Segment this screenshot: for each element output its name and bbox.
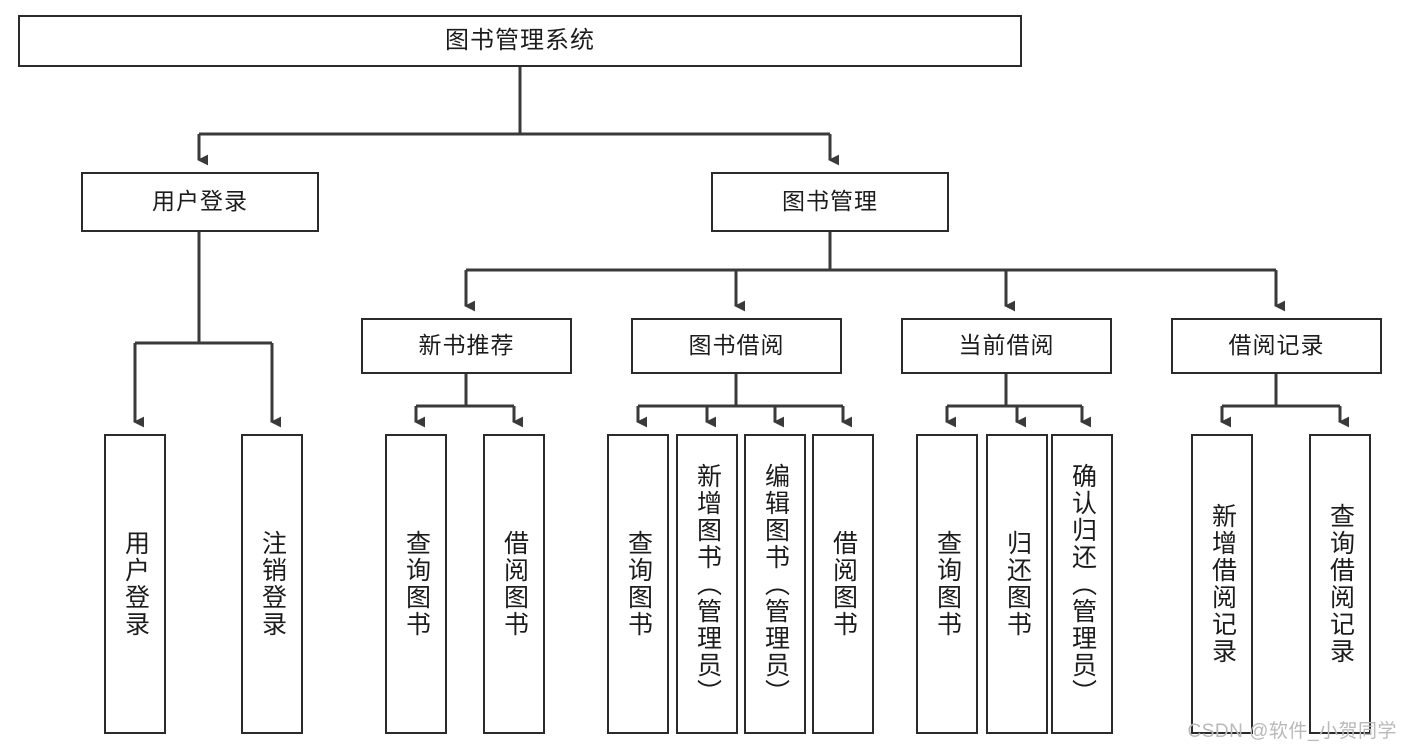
node-book-borrow[interactable]: 图书借阅 xyxy=(631,318,842,374)
node-leaf-confirm-return[interactable]: 确认归还（管理员） xyxy=(1051,434,1113,734)
node-root[interactable]: 图书管理系统 xyxy=(18,15,1022,67)
node-leaf-query-book-3-label: 查询图书 xyxy=(933,530,962,638)
node-leaf-borrow-book-1[interactable]: 借阅图书 xyxy=(483,434,545,734)
node-leaf-query-book-3[interactable]: 查询图书 xyxy=(916,434,978,734)
node-leaf-user-login[interactable]: 用户登录 xyxy=(104,434,166,734)
node-borrow-record[interactable]: 借阅记录 xyxy=(1171,318,1382,374)
node-leaf-query-record[interactable]: 查询借阅记录 xyxy=(1309,434,1371,734)
node-leaf-edit-book[interactable]: 编辑图书（管理员） xyxy=(744,434,806,734)
node-new-book-recommend-label: 新书推荐 xyxy=(418,332,515,359)
node-leaf-add-record[interactable]: 新增借阅记录 xyxy=(1191,434,1253,734)
node-leaf-user-login-label: 用户登录 xyxy=(121,530,150,638)
node-leaf-user-logout-label: 注销登录 xyxy=(258,530,287,638)
node-leaf-return-book-label: 归还图书 xyxy=(1003,530,1032,638)
node-current-borrow-label: 当前借阅 xyxy=(958,332,1055,359)
node-borrow-record-label: 借阅记录 xyxy=(1228,332,1325,359)
node-leaf-edit-book-label: 编辑图书（管理员） xyxy=(761,462,790,706)
node-leaf-add-book-label: 新增图书（管理员） xyxy=(693,462,722,706)
node-book-manage[interactable]: 图书管理 xyxy=(711,172,949,232)
node-book-manage-label: 图书管理 xyxy=(782,188,878,215)
node-leaf-return-book[interactable]: 归还图书 xyxy=(986,434,1048,734)
node-leaf-query-book-2[interactable]: 查询图书 xyxy=(607,434,669,734)
node-current-borrow[interactable]: 当前借阅 xyxy=(901,318,1112,374)
watermark-text: CSDN @软件_小贺同学 xyxy=(1187,721,1397,742)
node-leaf-query-book-2-label: 查询图书 xyxy=(624,530,653,638)
node-leaf-user-logout[interactable]: 注销登录 xyxy=(241,434,303,734)
node-leaf-query-record-label: 查询借阅记录 xyxy=(1326,503,1355,665)
node-leaf-borrow-book-1-label: 借阅图书 xyxy=(500,530,529,638)
node-leaf-add-book[interactable]: 新增图书（管理员） xyxy=(676,434,738,734)
node-root-label: 图书管理系统 xyxy=(445,26,595,54)
node-leaf-query-book-1[interactable]: 查询图书 xyxy=(385,434,447,734)
node-leaf-confirm-return-label: 确认归还（管理员） xyxy=(1068,462,1097,706)
node-book-borrow-label: 图书借阅 xyxy=(688,332,785,359)
node-leaf-borrow-book-2[interactable]: 借阅图书 xyxy=(812,434,874,734)
node-new-book-recommend[interactable]: 新书推荐 xyxy=(361,318,572,374)
node-user-login[interactable]: 用户登录 xyxy=(81,172,319,232)
node-leaf-add-record-label: 新增借阅记录 xyxy=(1208,503,1237,665)
node-leaf-borrow-book-2-label: 借阅图书 xyxy=(829,530,858,638)
node-user-login-label: 用户登录 xyxy=(152,188,248,215)
node-leaf-query-book-1-label: 查询图书 xyxy=(402,530,431,638)
